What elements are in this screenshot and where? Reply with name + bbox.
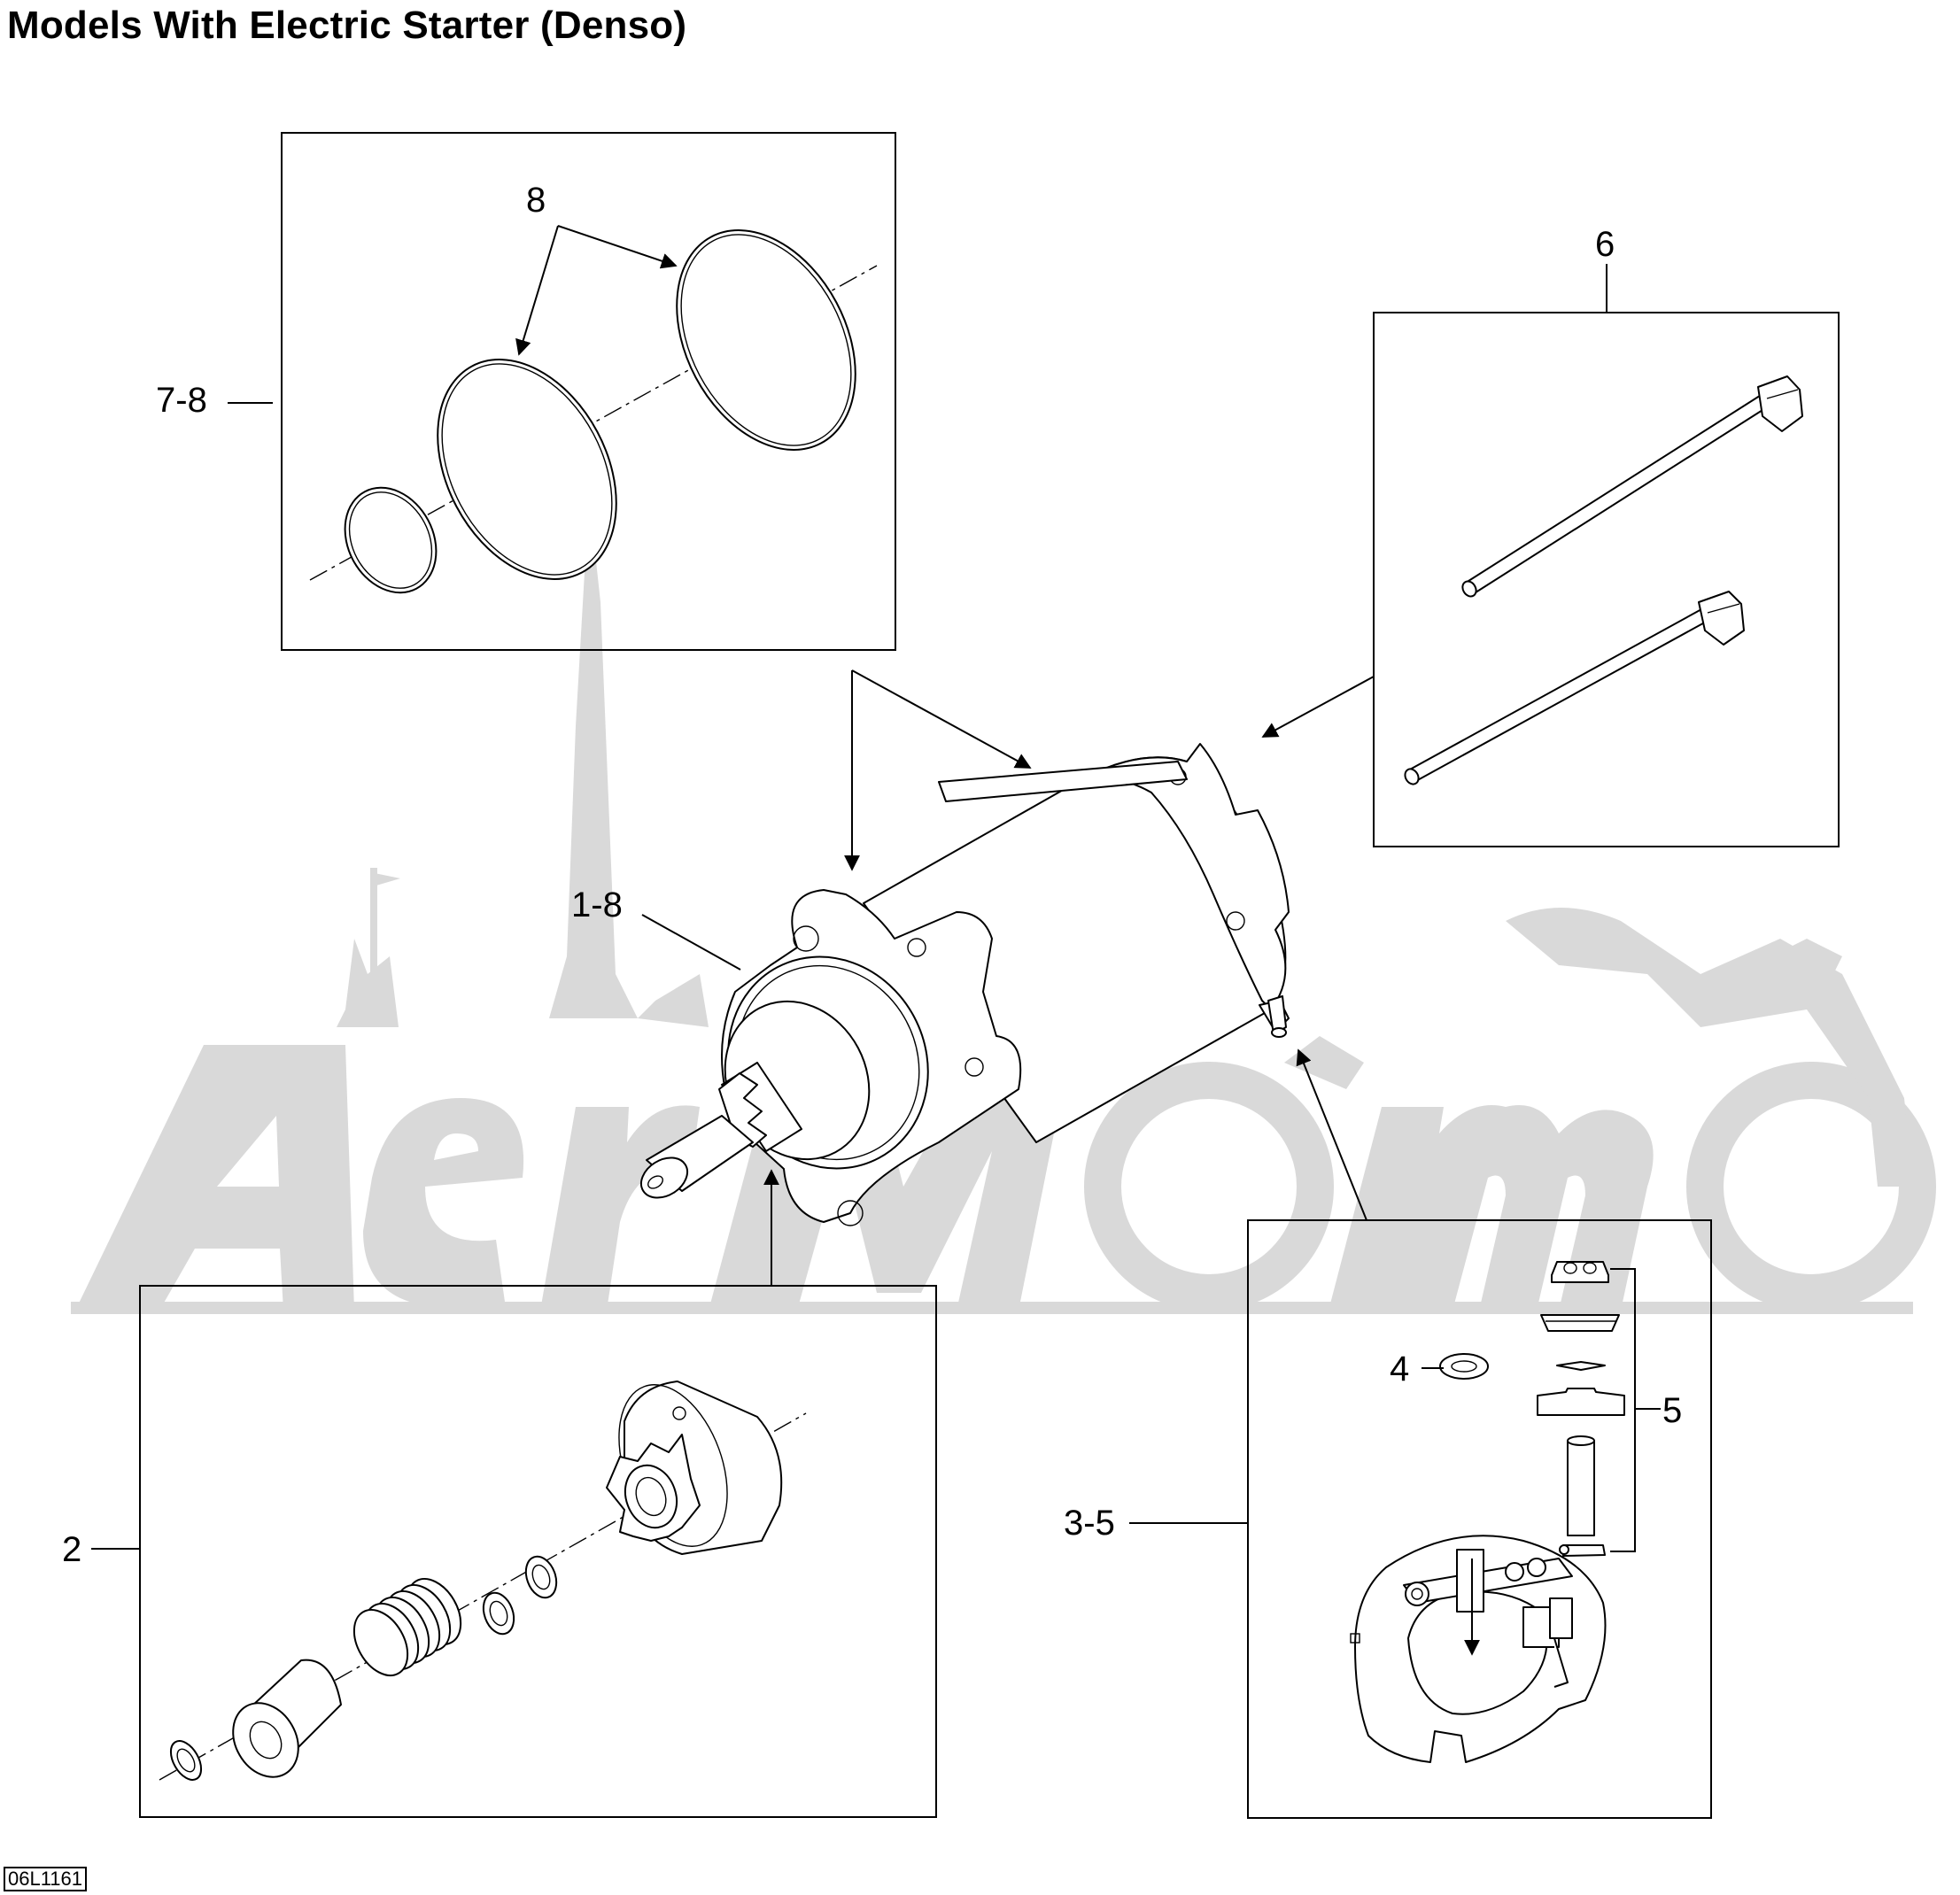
o-ring-icon <box>344 486 438 594</box>
callout-6: 6 <box>1595 225 1615 264</box>
bolt-icon <box>1404 591 1745 785</box>
box-through-bolts <box>1261 264 1840 847</box>
collar-icon <box>232 1659 342 1778</box>
box-starter-drive <box>91 1169 937 1818</box>
callout-3-5: 3-5 <box>1064 1504 1115 1543</box>
callouts: 8 6 7-8 1-8 2 3-5 4 5 <box>62 181 1682 1569</box>
page-title: Models With Electric Starter (Denso) <box>7 4 687 47</box>
callout-4: 4 <box>1390 1350 1409 1388</box>
box-o-rings <box>281 132 896 651</box>
callout-5: 5 <box>1662 1391 1682 1430</box>
spring-icon <box>352 1578 462 1676</box>
washer-icon <box>482 1555 558 1636</box>
starter-drive-icon <box>606 1381 783 1555</box>
terminal-stack-icon <box>1537 1261 1625 1536</box>
drawing-number: 06L1161 <box>4 1867 88 1891</box>
brush-holder-icon <box>1350 1535 1607 1763</box>
callout-2: 2 <box>62 1530 81 1569</box>
washer-icon <box>169 1740 203 1781</box>
callout-7-8: 7-8 <box>156 381 207 420</box>
o-ring-icon <box>676 229 856 451</box>
washer-icon <box>1422 1353 1489 1380</box>
callout-8: 8 <box>526 181 546 220</box>
o-ring-icon <box>437 359 617 580</box>
bolt-icon <box>1461 375 1803 598</box>
starter-motor-icon <box>639 669 1290 1226</box>
callout-1-8: 1-8 <box>571 886 623 924</box>
box-brush-holder <box>1129 1048 1712 1819</box>
